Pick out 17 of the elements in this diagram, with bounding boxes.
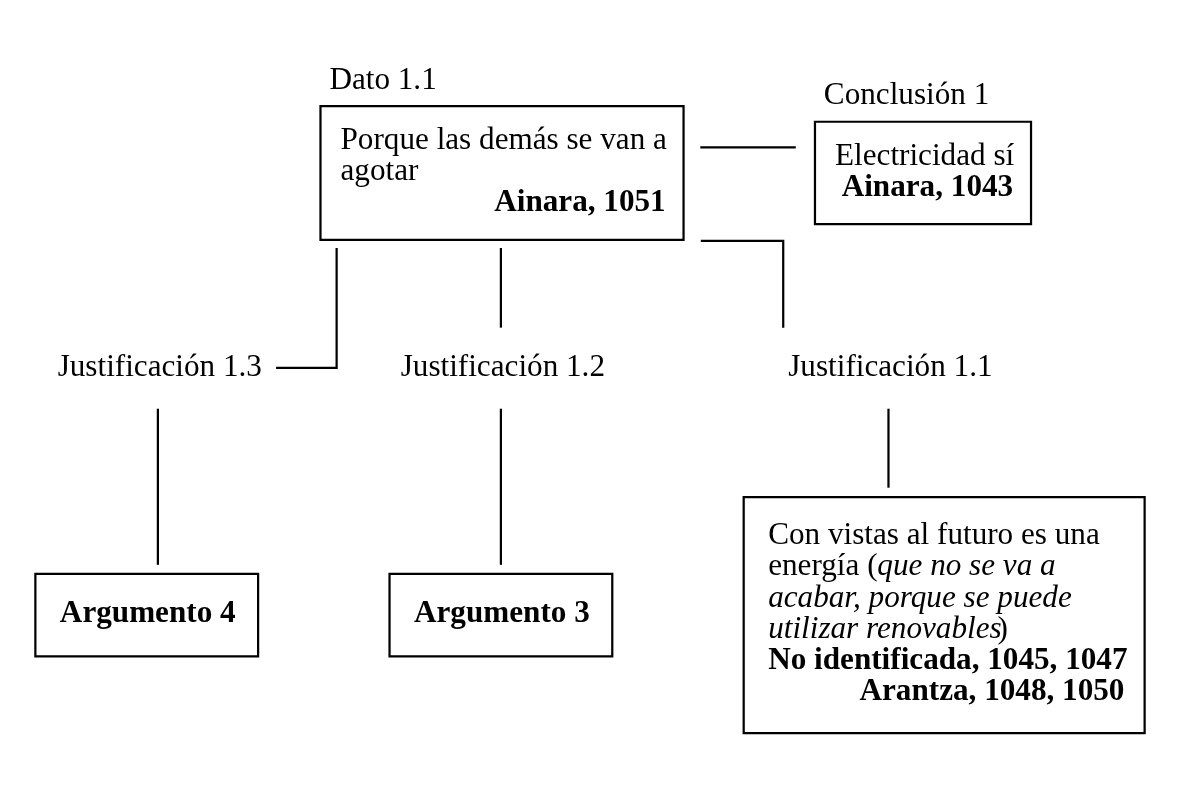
node-box: Con vistas al futuro es una energía (que no se va a acabar, porque se puede utilizar renovables) No identificada, 1045, 1047 Arantza, 1048, 1050	[742, 495, 1146, 735]
node-text: Justificación 1.1	[788, 348, 993, 384]
connector	[156, 408, 159, 565]
node-label: Dato 1.1	[329, 60, 437, 96]
connector	[700, 239, 785, 328]
connector	[499, 248, 502, 328]
node-text: Justificación 1.2	[400, 348, 605, 384]
node-box: Argumento 3	[388, 572, 614, 658]
node-label: Conclusión 1	[823, 76, 990, 112]
connector	[700, 146, 796, 149]
connector	[887, 408, 890, 488]
node-box: Electricidad sí Ainara, 1043	[813, 120, 1033, 226]
node-box: Porque las demás se van a agotar Ainara, 1051	[319, 105, 685, 241]
connector	[276, 248, 338, 369]
node-box: Argumento 4	[34, 572, 260, 658]
node-text: Justificación 1.3	[57, 348, 262, 384]
connector	[499, 408, 502, 565]
